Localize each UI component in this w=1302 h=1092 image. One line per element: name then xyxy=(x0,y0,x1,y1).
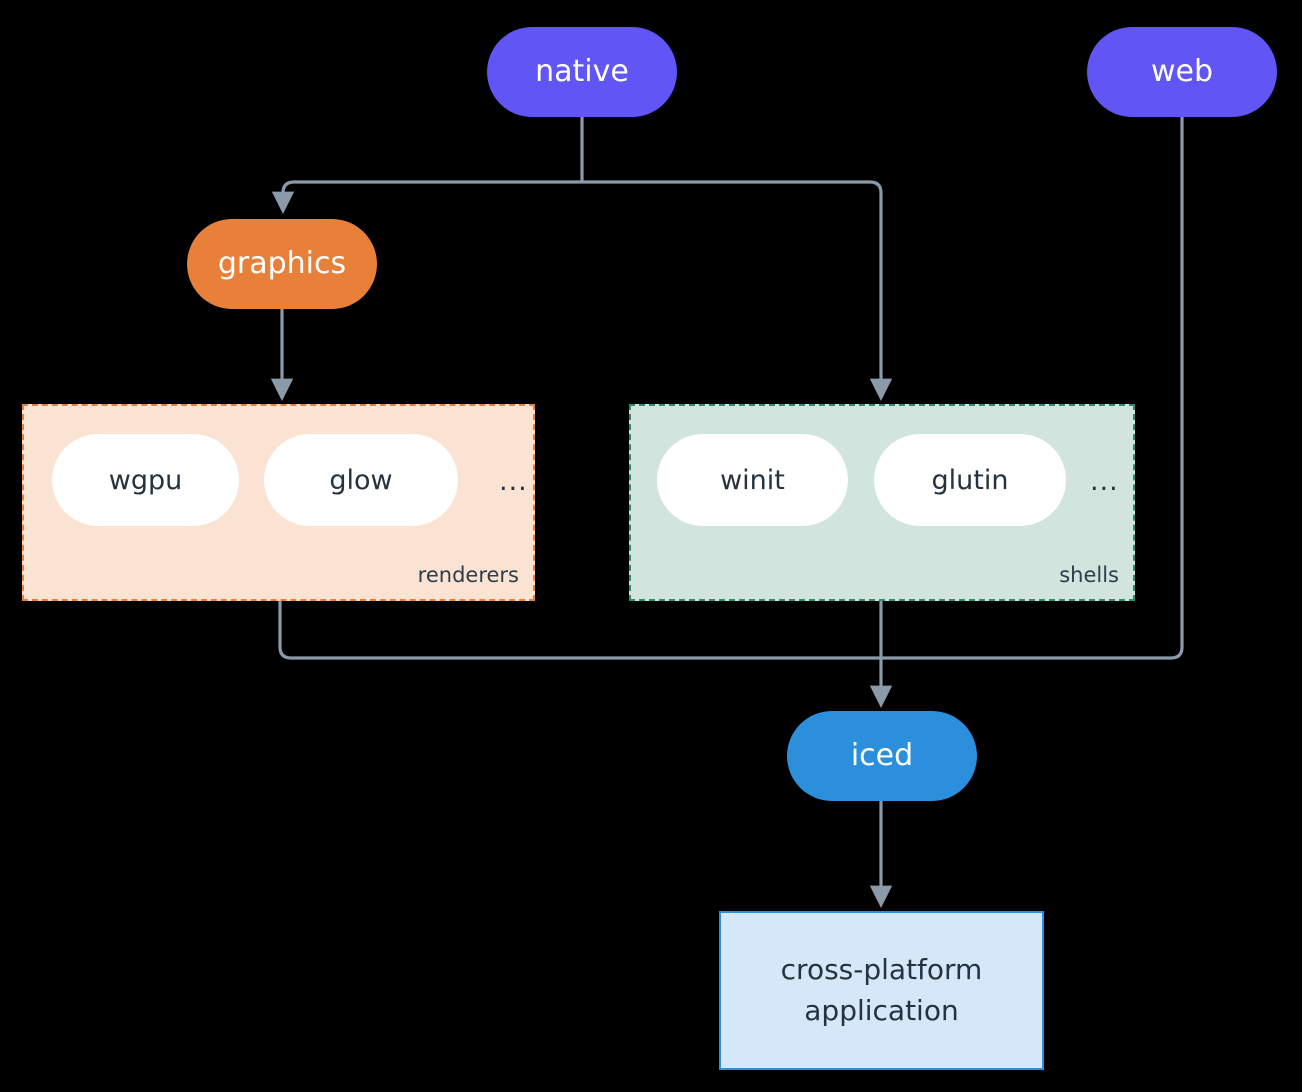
node-winit[interactable]: winit xyxy=(657,434,848,526)
node-winit-label: winit xyxy=(720,464,785,496)
node-graphics[interactable]: graphics xyxy=(187,219,377,309)
node-application-line2: application xyxy=(804,993,959,1027)
node-cross-platform-application[interactable]: cross-platform application xyxy=(719,911,1044,1070)
shells-overflow-ellipsis: ... xyxy=(1090,466,1119,497)
node-iced-label: iced xyxy=(850,737,914,773)
node-glow[interactable]: glow xyxy=(264,434,458,526)
node-iced[interactable]: iced xyxy=(787,711,977,801)
node-wgpu-label: wgpu xyxy=(108,464,183,496)
renderers-overflow-ellipsis: ... xyxy=(499,466,528,497)
node-wgpu[interactable]: wgpu xyxy=(52,434,239,526)
edge-native-graphics xyxy=(271,180,582,215)
cluster-shells-label: shells xyxy=(1059,563,1119,587)
node-native[interactable]: native xyxy=(487,27,677,117)
node-web-label: web xyxy=(1150,53,1214,89)
edge-native-shells xyxy=(582,180,893,402)
node-graphics-label: graphics xyxy=(217,245,347,281)
cluster-shells: winit glutin ... shells xyxy=(629,404,1135,601)
cluster-renderers: wgpu glow ... renderers xyxy=(22,404,535,601)
node-web[interactable]: web xyxy=(1087,27,1277,117)
edge-renderers-iced xyxy=(278,601,881,660)
node-glutin[interactable]: glutin xyxy=(874,434,1066,526)
cluster-renderers-label: renderers xyxy=(417,563,519,587)
node-glutin-label: glutin xyxy=(931,464,1009,496)
node-glow-label: glow xyxy=(329,464,393,496)
node-native-label: native xyxy=(535,53,629,89)
node-application-line1: cross-platform xyxy=(780,952,983,986)
